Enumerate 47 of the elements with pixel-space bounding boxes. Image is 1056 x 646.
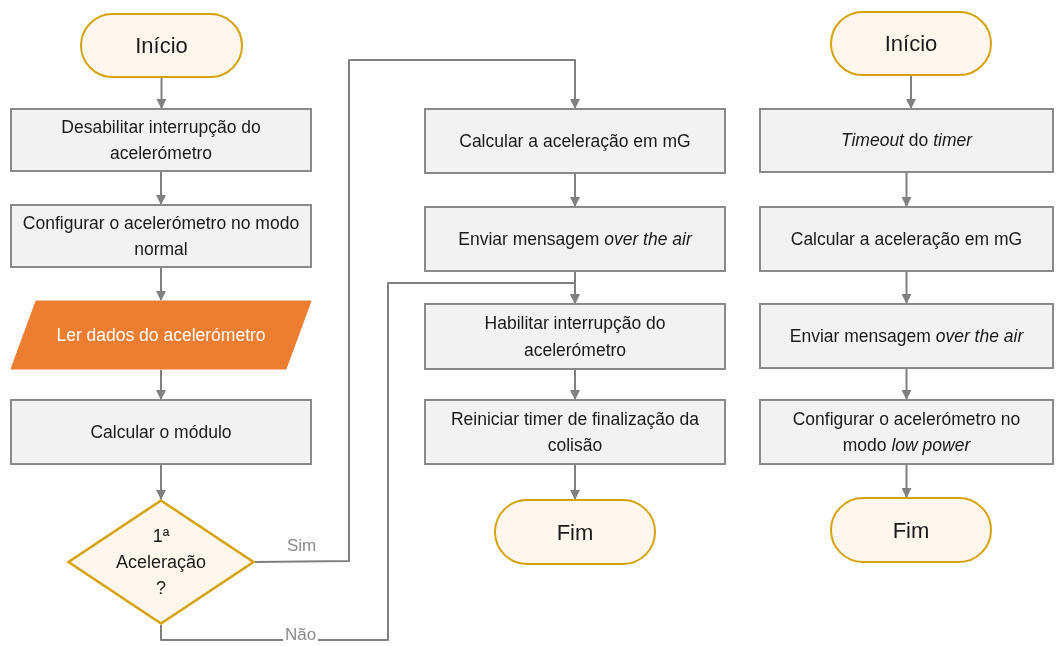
step-text: Desabilitar interrupção do acelerómetro [60, 115, 262, 165]
step-text: Ler dados do acelerómetro [56, 323, 266, 347]
process-box [424, 206, 726, 272]
step-text: Calcular a aceleração em mG [459, 129, 691, 153]
arrow [160, 282, 580, 641]
step-text: Calcular o módulo [90, 420, 232, 444]
process-box [10, 204, 312, 268]
process-box [424, 303, 726, 370]
arrow [254, 59, 580, 563]
arrow [570, 369, 580, 400]
edge-label: Sim [285, 537, 319, 554]
process-box [759, 206, 1054, 272]
process-box [424, 399, 726, 465]
step-text: Habilitar interrupção do acelerómetro [483, 312, 667, 362]
terminal-text: Início [884, 30, 938, 58]
arrow [901, 271, 912, 304]
data-parallelogram [10, 300, 312, 370]
terminal-text: Início [135, 32, 188, 60]
arrow [901, 172, 912, 207]
step-text: Enviar mensagem over the air [458, 227, 692, 251]
terminal-text: Fim [556, 518, 594, 547]
decision-text: 1ª Aceleração ? [114, 524, 208, 601]
process-box [759, 399, 1054, 465]
process-box [424, 108, 726, 174]
arrow [901, 464, 912, 498]
arrow [156, 171, 166, 205]
step-text: Timeout do timer [840, 129, 973, 153]
arrow [570, 173, 580, 207]
arrow [901, 368, 912, 400]
process-box [759, 108, 1054, 173]
step-text: Calcular a aceleração em mG [790, 227, 1023, 251]
process-box [759, 303, 1054, 369]
arrow [570, 464, 580, 500]
edge-label: Não [283, 626, 319, 643]
process-box [10, 399, 312, 465]
arrow [906, 75, 916, 109]
arrow [156, 77, 167, 109]
terminal-text: Fim [892, 516, 930, 545]
step-text: Configurar o acelerómetro no modo normal [21, 211, 301, 261]
process-box [10, 108, 312, 172]
arrow [156, 267, 166, 301]
step-text: Configurar o acelerómetro no modo low power [791, 407, 1022, 457]
decision-diamond [67, 499, 255, 625]
step-text: Reiniciar timer de finalização da colisão [449, 407, 700, 457]
arrow [156, 369, 166, 400]
arrow [156, 464, 166, 500]
step-text: Enviar mensagem over the air [789, 324, 1024, 348]
